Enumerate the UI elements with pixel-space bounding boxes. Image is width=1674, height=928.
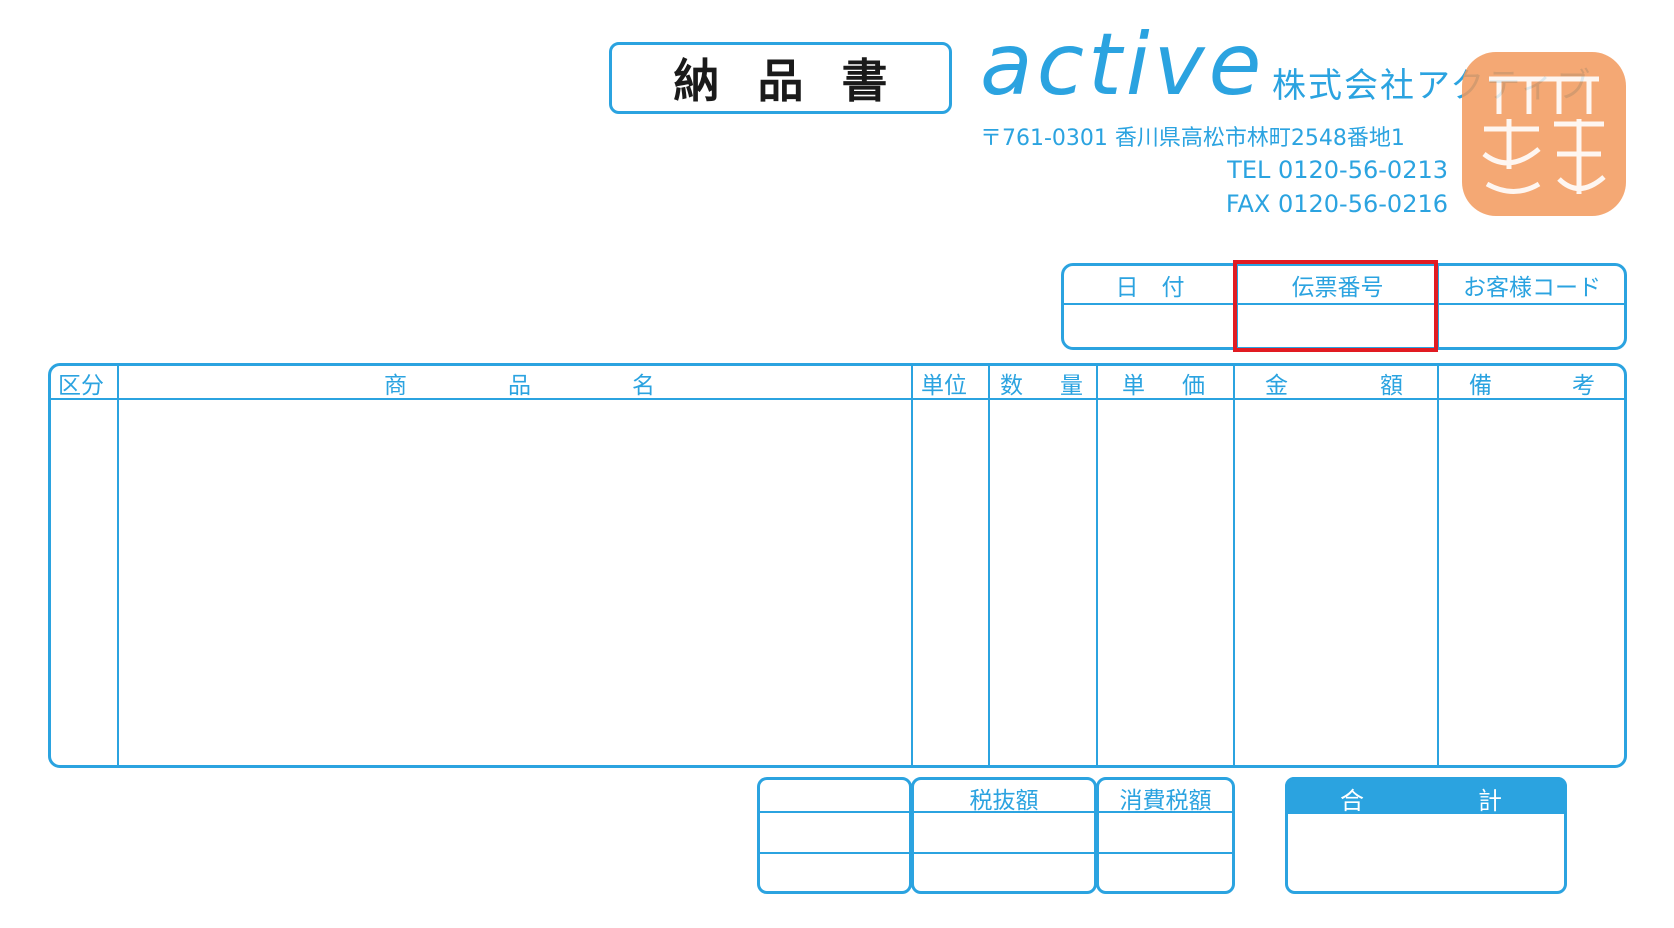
- category-header: 区分: [58, 373, 104, 399]
- amount-column[interactable]: [1235, 400, 1437, 765]
- company-fax: FAX 0120-56-0216: [1225, 190, 1448, 218]
- consumption-tax-box: [1096, 777, 1235, 894]
- tax-excluded-field[interactable]: [914, 813, 1094, 891]
- unit-price-header-1: 単: [1122, 373, 1145, 399]
- notes-header-1: 備: [1469, 373, 1492, 399]
- summary-blank-box: [757, 777, 912, 894]
- items-table: [48, 363, 1627, 768]
- notes-column[interactable]: [1439, 400, 1624, 765]
- consumption-tax-label: 消費税額: [1119, 788, 1212, 814]
- date-header: 日 付: [1115, 275, 1185, 301]
- total-header: [1285, 777, 1567, 814]
- amount-header-1: 金: [1265, 373, 1288, 399]
- total-label-2: 計: [1478, 787, 1502, 815]
- divider: [1236, 263, 1238, 350]
- slip-number-header: 伝票番号: [1291, 275, 1384, 301]
- divider: [1437, 263, 1439, 350]
- company-address: 〒761-0301 香川県高松市林町2548番地1: [980, 126, 1405, 151]
- unit-header: 単位: [921, 373, 967, 399]
- divider: [757, 852, 912, 854]
- divider: [1096, 811, 1235, 813]
- date-field[interactable]: [1064, 305, 1236, 347]
- amount-header-2: 額: [1380, 373, 1403, 399]
- document-title: 納品書: [609, 42, 952, 114]
- divider: [1096, 363, 1098, 768]
- divider: [757, 811, 912, 813]
- company-logo: active: [980, 15, 1266, 115]
- company-tel: TEL 0120-56-0213: [1227, 156, 1448, 184]
- divider: [911, 852, 1097, 854]
- category-column[interactable]: [51, 400, 117, 765]
- quantity-header-1: 数: [1000, 373, 1023, 399]
- total-box: [1285, 777, 1567, 894]
- slip-number-highlight: [1233, 260, 1438, 352]
- tax-excluded-label: 税抜額: [969, 788, 1039, 814]
- tax-excluded-box: [911, 777, 1097, 894]
- seal-icon: [1482, 76, 1606, 194]
- company-seal-stamp: [1462, 52, 1626, 216]
- divider: [117, 363, 119, 768]
- product-name-column[interactable]: [119, 400, 911, 765]
- product-name-header-2: 品: [508, 373, 531, 399]
- divider: [48, 398, 1627, 400]
- unit-price-column[interactable]: [1098, 400, 1233, 765]
- unit-column[interactable]: [913, 400, 988, 765]
- divider: [1061, 303, 1627, 305]
- divider: [911, 363, 913, 768]
- divider: [1233, 363, 1235, 768]
- divider: [1437, 363, 1439, 768]
- customer-code-header: お客様コード: [1463, 275, 1601, 301]
- divider: [1096, 852, 1235, 854]
- total-field[interactable]: [1288, 814, 1564, 891]
- customer-code-field[interactable]: [1439, 305, 1625, 347]
- quantity-column[interactable]: [990, 400, 1096, 765]
- total-label-1: 合: [1340, 787, 1364, 815]
- notes-header-2: 考: [1572, 373, 1595, 399]
- divider: [988, 363, 990, 768]
- product-name-header-3: 名: [632, 373, 655, 399]
- unit-price-header-2: 価: [1182, 373, 1205, 399]
- consumption-tax-field[interactable]: [1099, 813, 1232, 891]
- product-name-header-1: 商: [384, 373, 407, 399]
- quantity-header-2: 量: [1060, 373, 1083, 399]
- divider: [911, 811, 1097, 813]
